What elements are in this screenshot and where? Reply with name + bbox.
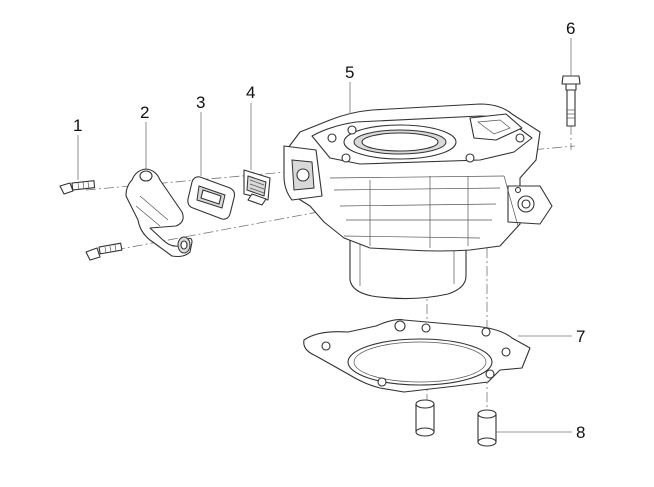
callout-1: 1 (73, 116, 82, 135)
callout-4: 4 (246, 83, 255, 102)
cylinder (283, 103, 553, 300)
callout-labels: 1 2 3 4 5 6 7 8 (73, 19, 585, 442)
callout-7: 7 (576, 327, 585, 346)
outlet-gasket (187, 176, 236, 220)
cylinder-base-gasket (303, 319, 531, 393)
callout-5: 5 (345, 63, 354, 82)
water-outlet-fitting (125, 168, 193, 258)
callout-2: 2 (140, 103, 149, 122)
cylinder-bolt (561, 75, 581, 127)
callout-3: 3 (196, 93, 205, 112)
dowel-pin-right (477, 409, 497, 447)
bolt-upper (59, 180, 96, 195)
callout-8: 8 (576, 423, 585, 442)
bolt-lower (85, 242, 123, 261)
dowel-pin-left (415, 399, 435, 437)
callout-6: 6 (566, 19, 575, 38)
thermostat-element (243, 169, 271, 206)
leader-lines (77, 38, 572, 433)
